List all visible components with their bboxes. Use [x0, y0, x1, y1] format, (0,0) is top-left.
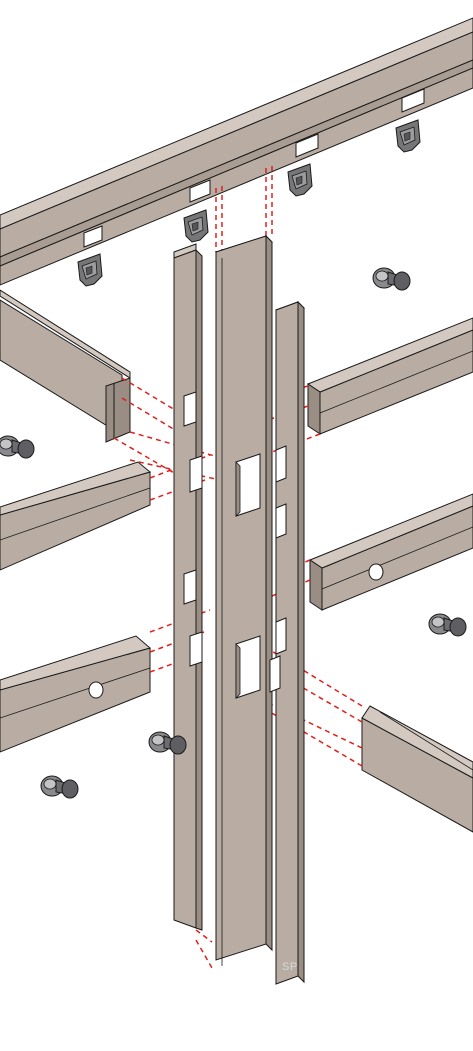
connector-bolt — [428, 613, 467, 637]
right-rail-upper — [306, 317, 473, 435]
slot-clip — [395, 119, 421, 153]
connector-bolt — [0, 435, 35, 459]
slot-clip — [77, 253, 103, 287]
left-post — [173, 243, 203, 931]
slot-clip — [183, 209, 209, 243]
right-rail-middle — [308, 493, 473, 611]
slot-clip — [287, 163, 313, 197]
top-rail — [0, 17, 473, 286]
connector-bolt — [372, 267, 411, 291]
watermark-text: SP — [282, 961, 298, 973]
right-post — [269, 300, 305, 985]
right-rail-lower — [361, 705, 473, 833]
left-rail-middle — [0, 461, 152, 571]
left-rail-lower — [0, 635, 152, 753]
connector-bolt — [40, 775, 79, 799]
left-rail-upper — [0, 289, 131, 443]
center-post — [215, 234, 273, 966]
